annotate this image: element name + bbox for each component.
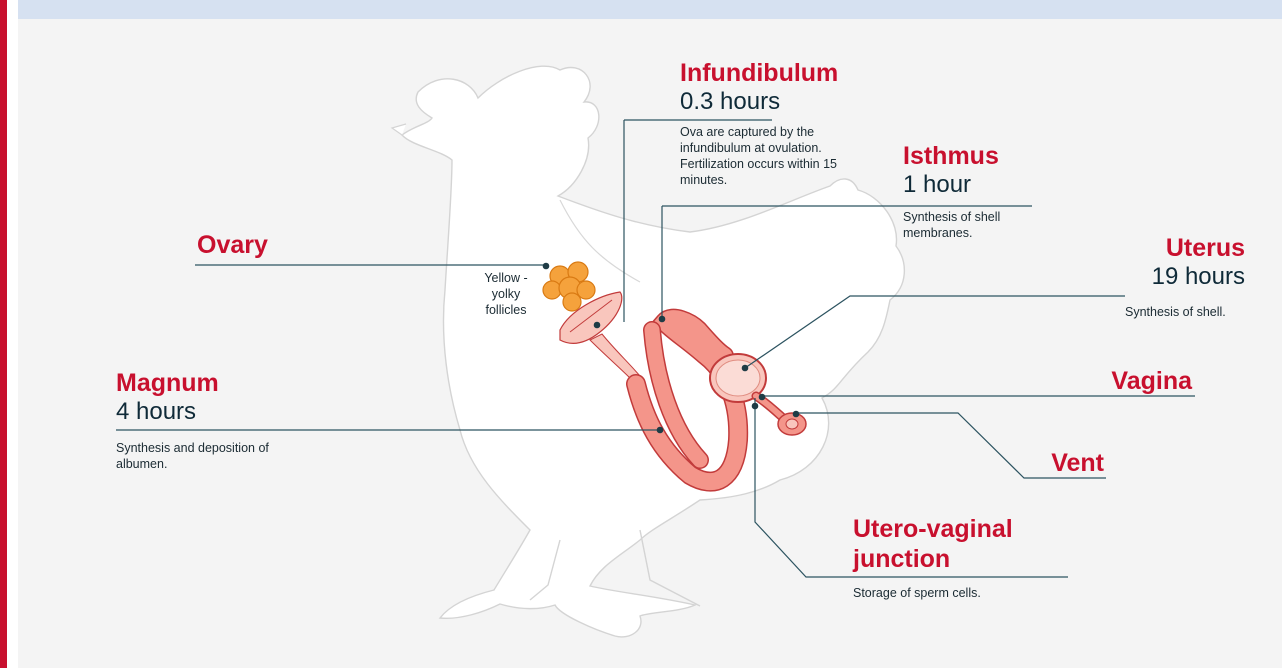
ovary-label: Ovary — [197, 230, 268, 260]
magnum-label: Magnum 4 hours — [116, 368, 336, 426]
dot-infundibulum — [594, 322, 601, 329]
hen-right-leg — [640, 530, 700, 606]
ovary-note: Yellow - yolky follicles — [472, 270, 540, 318]
dot-utero-vaginal — [752, 403, 759, 410]
magnum-description: Synthesis and deposition of albumen. — [116, 440, 281, 472]
uterus-title: Uterus — [1100, 233, 1245, 263]
vent-label: Vent — [1020, 448, 1104, 478]
isthmus-label: Isthmus 1 hour Synthesis of shell membra… — [903, 141, 1043, 241]
magnum-title: Magnum — [116, 368, 336, 398]
isthmus-description: Synthesis of shell membranes. — [903, 209, 1028, 241]
uterus-label: Uterus 19 hours — [1100, 233, 1245, 291]
dot-vent — [793, 411, 800, 418]
infundibulum-label: Infundibulum 0.3 hours Ova are captured … — [680, 58, 860, 188]
infundibulum-duration: 0.3 hours — [680, 88, 860, 116]
utero-vaginal-junction-title: Utero-vaginal junction — [853, 514, 1043, 574]
uterus-duration: 19 hours — [1100, 263, 1245, 291]
infundibulum-title: Infundibulum — [680, 58, 860, 88]
infundibulum-description: Ova are captured by the infundibulum at … — [680, 124, 855, 188]
utero-vaginal-junction-label: Utero-vaginal junction — [853, 514, 1043, 574]
uterus-inner — [716, 360, 760, 396]
isthmus-title: Isthmus — [903, 141, 1043, 171]
utero-vaginal-junction-description: Storage of sperm cells. — [853, 585, 1053, 601]
vagina-label: Vagina — [1060, 366, 1192, 396]
vent-title: Vent — [1020, 448, 1104, 478]
dot-magnum — [657, 427, 664, 434]
isthmus-duration: 1 hour — [903, 171, 1043, 199]
vagina-title: Vagina — [1060, 366, 1192, 396]
vent-inner — [786, 419, 798, 429]
ovary-title: Ovary — [197, 230, 268, 260]
dot-vagina — [759, 394, 766, 401]
dot-isthmus — [659, 316, 666, 323]
magnum-duration: 4 hours — [116, 398, 336, 426]
uterus-description: Synthesis of shell. — [1125, 304, 1275, 320]
dot-ovary — [543, 263, 550, 270]
dot-uterus — [742, 365, 749, 372]
